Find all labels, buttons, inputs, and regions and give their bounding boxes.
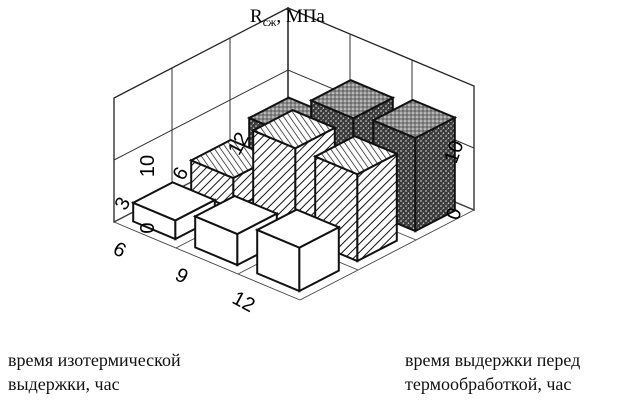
x-tick-label: 9 (171, 264, 191, 289)
x-axis-title-line2: выдержки, час (8, 374, 120, 394)
z-tick-label-right: 0 (137, 222, 159, 233)
x-tick-label: 12 (229, 287, 259, 317)
x-axis-title-line1: время изотермической (8, 350, 181, 370)
bar-12-3 (254, 208, 342, 293)
x-axis-title: время изотермической выдержки, час (8, 348, 181, 396)
y-axis-title-line2: термообработкой, час (405, 374, 572, 394)
z-tick-label-right: 10 (137, 155, 159, 177)
floor-gridline (113, 221, 301, 301)
bar-face-top (130, 181, 218, 222)
z-axis-title: Rсж, МПа (250, 6, 325, 29)
bar-face-top (370, 98, 458, 140)
floor-gridline (299, 209, 475, 301)
bar-face-top (250, 109, 338, 150)
y-axis-title: время выдержки перед термообработкой, ча… (405, 348, 580, 396)
bar-face-top (312, 135, 400, 176)
bar-face-top (254, 208, 342, 249)
y-axis-title-line1: время выдержки перед (405, 350, 581, 370)
bar-face-top (192, 194, 280, 236)
bar-face-top (308, 79, 396, 120)
x-tick-label: 6 (109, 238, 129, 263)
chart-bars (130, 79, 458, 293)
